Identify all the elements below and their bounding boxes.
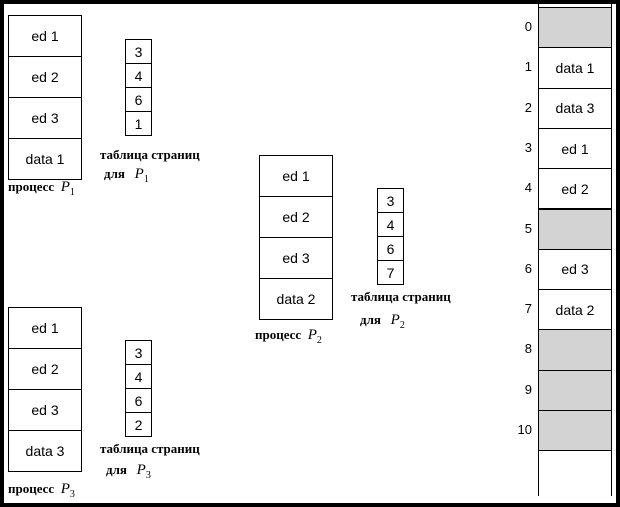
process-letter: P (60, 179, 70, 195)
process-letter: P (136, 462, 146, 478)
page-table-caption: таблица страниц (351, 289, 451, 304)
process-name-owner-p0: P1 (134, 166, 149, 185)
memory-frame (538, 7, 612, 49)
frame-number: 2 (524, 99, 532, 115)
process-subscript: 1 (69, 187, 75, 198)
process-segment: ed 1 (259, 155, 333, 197)
process-caption: процесс P1 (8, 179, 75, 198)
page-table-entry: 4 (125, 63, 152, 88)
memory-frame: data 1 (538, 47, 612, 89)
process-subscript: 3 (145, 470, 151, 481)
process-letter: P (134, 166, 144, 182)
process-subscript: 3 (69, 489, 75, 500)
process-name-owner-p1: P2 (390, 312, 405, 331)
page-table-caption: таблица страниц (100, 147, 200, 162)
frame-number: 7 (524, 301, 532, 317)
memory-frame (538, 410, 612, 452)
process-segment: ed 1 (8, 15, 82, 57)
process-subscript: 1 (143, 174, 149, 185)
page-table-entry: 6 (125, 388, 152, 413)
page-table-entry: 6 (377, 236, 404, 261)
process-caption: процесс P3 (8, 481, 75, 500)
page-table-caption: таблица страниц (100, 441, 200, 456)
page-table-for-label: для (360, 312, 381, 327)
frame-number: 1 (524, 59, 532, 75)
process-subscript: 2 (399, 320, 405, 331)
page-table-entry: 4 (377, 212, 404, 237)
process-name-p0: P1 (60, 179, 75, 198)
page-table-entry: 1 (125, 111, 152, 136)
memory-frame: ed 1 (538, 127, 612, 170)
memory-frame (538, 329, 612, 371)
memory-frame (538, 369, 612, 411)
memory-bottom-line (538, 450, 612, 452)
page-table-entry: 7 (377, 260, 404, 285)
process-segment: ed 2 (8, 56, 82, 98)
process-segment: data 1 (8, 138, 82, 180)
memory-frame: data 3 (538, 87, 612, 129)
process-letter: P (60, 481, 70, 497)
page-table-entry: 3 (377, 188, 404, 213)
memory-frame (538, 208, 612, 250)
page-table-entry: 6 (125, 87, 152, 112)
page-table-entry: 2 (125, 412, 152, 437)
process-subscript: 2 (316, 335, 322, 346)
frame-number: 6 (524, 260, 532, 276)
page-table-owner-caption: для P1 (104, 166, 149, 185)
memory-frame: data 2 (538, 289, 612, 331)
process-caption-prefix: процесс (8, 481, 55, 496)
process-letter: P (307, 327, 317, 343)
page-table-for-label: для (104, 166, 125, 181)
process-caption: процесс P2 (255, 327, 322, 346)
process-segment: ed 2 (259, 196, 333, 238)
frame-number: 9 (524, 381, 532, 397)
page-table-entry: 4 (125, 364, 152, 389)
process-segment: data 3 (8, 430, 82, 472)
memory-frame: ed 3 (538, 248, 612, 291)
process-segment: ed 2 (8, 348, 82, 390)
process-caption-prefix: процесс (255, 327, 302, 342)
frame-number: 4 (524, 180, 532, 196)
frame-number: 10 (517, 422, 532, 437)
process-caption-prefix: процесс (8, 179, 55, 194)
process-segment: ed 3 (8, 389, 82, 431)
page-table-entry: 3 (125, 39, 152, 64)
page-table-owner-caption: для P2 (360, 312, 405, 331)
process-name-owner-p2: P3 (136, 462, 151, 481)
page-table-owner-caption: для P3 (106, 462, 151, 481)
page-table-for-label: для (106, 462, 127, 477)
frame-number: 0 (524, 19, 532, 34)
frame-number: 5 (524, 220, 532, 236)
memory-frame: ed 2 (538, 168, 612, 210)
process-segment: ed 1 (8, 307, 82, 349)
process-name-p2: P3 (60, 481, 75, 500)
process-letter: P (390, 312, 400, 328)
frame-number: 8 (524, 341, 532, 357)
process-segment: ed 3 (8, 97, 82, 139)
process-name-p1: P2 (307, 327, 322, 346)
process-segment: data 2 (259, 278, 333, 320)
process-segment: ed 3 (259, 237, 333, 279)
page-table-entry: 3 (125, 340, 152, 365)
frame-number: 3 (524, 139, 532, 155)
